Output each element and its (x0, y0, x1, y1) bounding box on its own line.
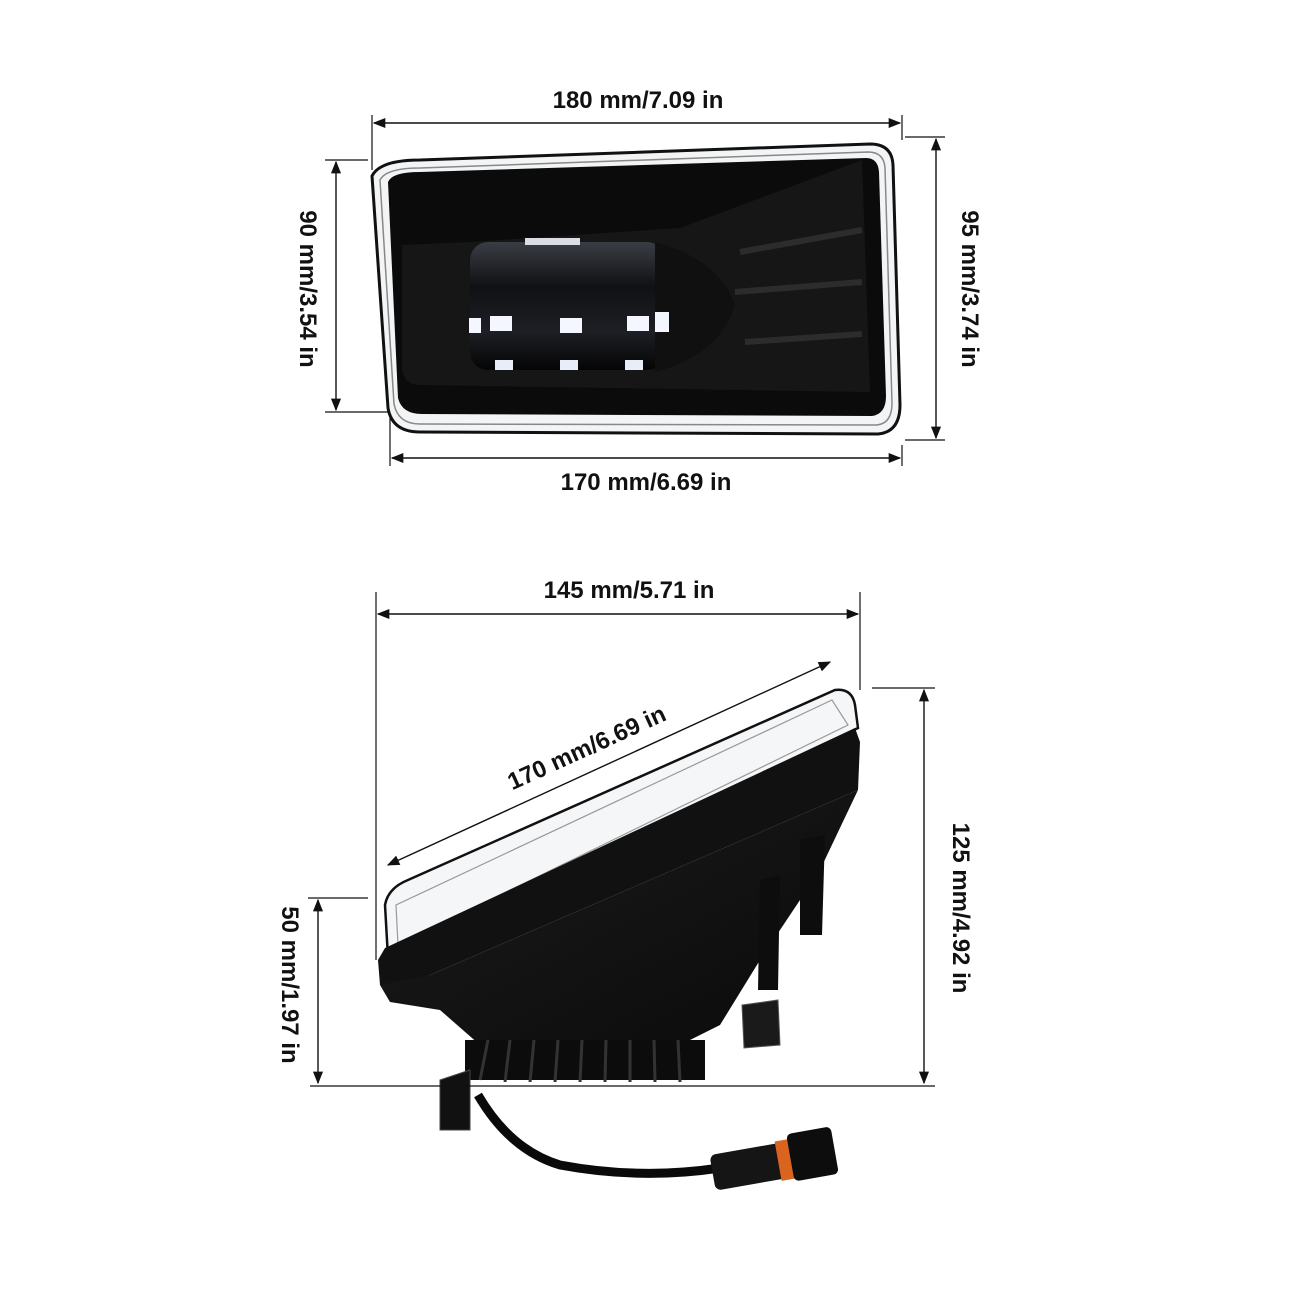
side-left-height-label: 50 mm/1.97 in (276, 906, 303, 1063)
side-right-height-label: 125 mm/4.92 in (947, 823, 974, 994)
led-chip (625, 360, 643, 370)
led-chip (495, 360, 513, 370)
side-view-lamp (378, 688, 860, 1190)
front-view-dimensions (325, 115, 945, 466)
heat-sink-fins (465, 1039, 705, 1083)
front-view-lamp (370, 142, 902, 436)
bottom-width-label: 170 mm/6.69 in (561, 469, 732, 496)
top-width-label: 180 mm/7.09 in (553, 87, 724, 114)
connector-cable (439, 1069, 839, 1190)
side-width-label: 145 mm/5.71 in (544, 577, 715, 604)
led-chip (469, 318, 481, 333)
led-chip (560, 360, 578, 370)
led-chip (490, 316, 512, 331)
side-view-dimensions (308, 592, 935, 1087)
led-chip (560, 318, 582, 333)
top-right-height-label: 95 mm/3.74 in (956, 210, 983, 367)
led-cylinder (469, 238, 735, 372)
housing-fins (734, 227, 863, 345)
top-left-height-label: 90 mm/3.54 in (294, 210, 321, 367)
led-chip (627, 316, 649, 331)
led-chip (525, 238, 580, 245)
led-chip (655, 312, 669, 332)
